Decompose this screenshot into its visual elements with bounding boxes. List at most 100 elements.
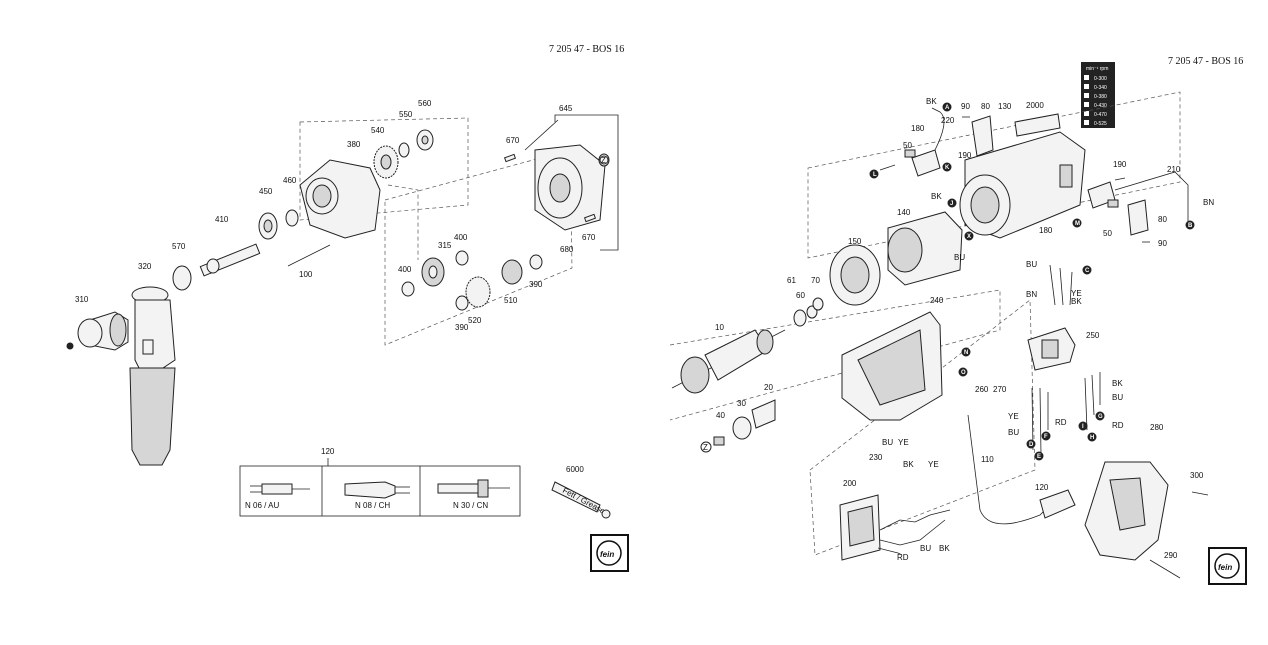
label-310: 310 [75, 295, 89, 304]
marker-D: D [1026, 439, 1036, 449]
gear-housing-380 [299, 159, 381, 239]
aux-handle-320 [129, 286, 176, 466]
marker-J-text: J [950, 201, 953, 207]
field-coil-140 [887, 211, 963, 286]
marker-B: B [1185, 220, 1195, 230]
label-460: 460 [283, 176, 297, 185]
marker-E: E [1034, 451, 1044, 461]
label-645: 645 [559, 104, 573, 113]
screw-670 [503, 153, 517, 163]
label-280: 280 [1150, 423, 1164, 432]
label-210: 210 [1167, 165, 1181, 174]
label-30: 30 [737, 399, 746, 408]
wire-ye2: YE [1008, 412, 1019, 421]
fan-guide-150 [829, 244, 881, 306]
gear-315 [421, 257, 445, 287]
marker-N: N [961, 347, 971, 357]
label-315: 315 [438, 241, 452, 250]
marker-H: H [1087, 432, 1097, 442]
label-520: 520 [468, 316, 482, 325]
marker-K-text: K [945, 165, 950, 171]
bearing-30 [732, 416, 752, 440]
gear-520 [465, 276, 491, 308]
washer-550 [398, 142, 410, 158]
label-n08: N 08 / CH [355, 501, 390, 510]
handle-cover-280 [1084, 461, 1169, 561]
z-marker-left: Z [599, 155, 609, 165]
ring-460 [285, 209, 299, 227]
power-cable-110 [967, 414, 1051, 525]
marker-H-text: H [1090, 435, 1094, 441]
marker-L-text: L [873, 172, 877, 178]
left-header: 7 205 47 - BOS 16 [549, 44, 624, 55]
spindle-410 [199, 243, 261, 277]
speed-row: 0-525 [1084, 120, 1107, 127]
wire-bn1: BN [1203, 198, 1214, 207]
bearing-390-left [455, 295, 469, 311]
label-90a: 90 [961, 102, 970, 111]
label-80b: 80 [1158, 215, 1167, 224]
bearing-450-bore [263, 219, 273, 233]
bearing-390-right [529, 254, 543, 270]
wire-bu3: BU [1112, 393, 1123, 402]
label-450: 450 [259, 187, 273, 196]
switch-250 [1027, 327, 1076, 371]
screw-290 [1149, 559, 1181, 579]
label-70: 70 [811, 276, 820, 285]
marker-M-text: M [1075, 221, 1080, 227]
bearing-400-left [401, 281, 415, 297]
wire-bu5: BU [882, 438, 893, 447]
marker-I-text: I [1082, 424, 1084, 430]
marker-L: L [869, 169, 879, 179]
wire-rd2: RD [1112, 421, 1124, 430]
label-300: 300 [1190, 471, 1204, 480]
left-sheet: 7 205 47 - BOS 16 [66, 44, 629, 572]
marker-F-text: F [1044, 434, 1048, 440]
wire-bk6: BK [939, 544, 950, 553]
gear-510 [501, 259, 523, 285]
label-680: 680 [560, 245, 574, 254]
nut-40 [713, 436, 725, 446]
marker-K: K [942, 162, 952, 172]
wire-rd3: RD [897, 553, 909, 562]
label-2000: 2000 [1026, 101, 1044, 110]
wire-leads [877, 264, 1101, 556]
label-40: 40 [716, 411, 725, 420]
label-560: 560 [418, 99, 432, 108]
label-230: 230 [869, 453, 883, 462]
ring-70 [812, 297, 824, 311]
wire-ye1: YE [1071, 289, 1082, 298]
label-110: 110 [981, 455, 994, 464]
cover-80-right [1127, 199, 1149, 236]
pin-100 [287, 244, 331, 267]
fein-logo-right: fein [1208, 547, 1247, 585]
gear-set-frame [384, 149, 573, 346]
label-190a: 190 [958, 151, 972, 160]
plug-n06 [250, 483, 310, 495]
fein-logo-left-text: fein [600, 550, 614, 559]
wire-220 [931, 107, 945, 151]
bearing-400-top [455, 250, 469, 266]
label-80a: 80 [981, 102, 990, 111]
speed-row: 0-470 [1084, 111, 1107, 118]
marker-Z: Z [700, 441, 712, 453]
speed-row-5: 0-525 [1094, 121, 1107, 127]
marker-M: M [1072, 218, 1082, 228]
marker-O-text: O [961, 370, 966, 376]
wire-ye3: YE [898, 438, 909, 447]
wire-bk3: BK [1071, 297, 1082, 306]
label-20: 20 [764, 383, 773, 392]
wire-bu1: BU [954, 253, 965, 262]
marker-A-text: A [945, 105, 950, 111]
speed-table-title: min⁻¹ rpm [1086, 66, 1108, 72]
speed-table: min⁻¹ rpm 0-300 0-340 0-380 0-430 0-470 … [1081, 62, 1115, 128]
bearing-flange-645 [534, 144, 610, 231]
label-390a: 390 [455, 323, 469, 332]
marker-G: G [1095, 411, 1105, 421]
label-270: 270 [993, 385, 1007, 394]
grease-tube-6000: Fett / Grease [551, 481, 611, 519]
wire-bk2: BK [931, 192, 942, 201]
wire-bk1: BK [926, 97, 937, 106]
wire-bu6: BU [920, 544, 931, 553]
label-320: 320 [138, 262, 152, 271]
